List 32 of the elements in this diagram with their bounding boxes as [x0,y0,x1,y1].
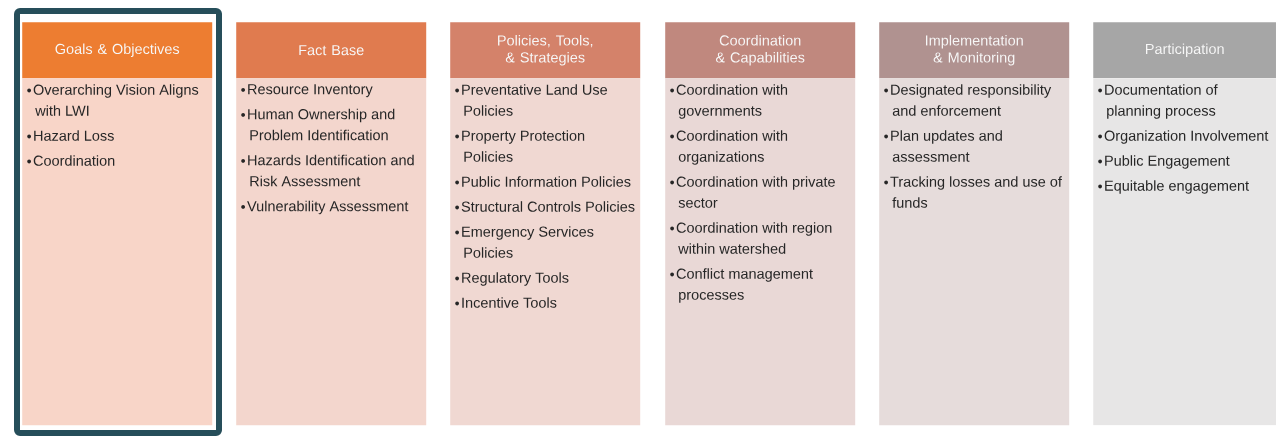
node-label: Incentive Tools [462,297,557,308]
column-header: Fact Base [236,22,427,79]
node-label: Conflict management processes [676,268,813,303]
node-label: Hazards Identification and Risk Assessment [248,154,414,187]
node-label: Coordination with region within watershed [676,222,832,254]
bullet-list: Designated responsibility and enforcement Plan updates and assessment Tracking losses and use of funds [879,78,1070,426]
node-label: Coordination with private sector [676,176,835,208]
column-header: Coordination & Capabilities [665,22,856,79]
bullet-list: Documentation of planning process Organization Involvement Public Engagement Equitable engagement [1093,78,1276,426]
node-label: Regulatory Tools [462,272,569,286]
node-label: Organization Involvement [1104,130,1269,144]
node-label: Vulnerability Assessment [247,200,409,215]
column-header: Policies, Tools, & Strategies [450,22,641,79]
node-label: Resource Inventory [248,84,373,98]
node-label: Preventative Land Use Policies [462,84,608,116]
bullet-list: Coordination with governments Coordination with organizations Coordination with private sector Coordination with region within watershed Conflict management processes [665,78,856,426]
column-header: Participation [1093,22,1276,79]
node-label: Coordination with organizations [676,130,788,165]
node-label: Property Protection Policies [462,130,585,162]
bullet-list: Resource Inventory Human Ownership and Problem Identification Hazards Identification and Risk Assessment Vulnerability Assessment [236,78,427,426]
node-label: Public Engagement [1105,155,1230,169]
column-header: Implementation & Monitoring [879,22,1070,79]
node-label: Documentation of planning process [1105,84,1218,119]
node-label: Human Ownership and Problem Identification [248,108,395,141]
node-label: Equitable engagement [1105,180,1249,194]
node-label: Coordination with governments [676,84,788,119]
node-label: Public Information Policies [462,176,631,187]
node-label: Emergency Services Policies [462,226,594,258]
column-header: Goals & Objectives [22,22,213,79]
bullet-list: Overarching Vision Aligns with LWI Hazard Loss Coordination [22,78,213,426]
bullet-list: Preventative Land Use Policies Property Protection Policies Public Information Policies Structural Controls Policies Emergency Services Policies Regulatory Tools Incentive Tools [450,78,641,426]
node-label: Structural Controls Policies [461,201,635,212]
